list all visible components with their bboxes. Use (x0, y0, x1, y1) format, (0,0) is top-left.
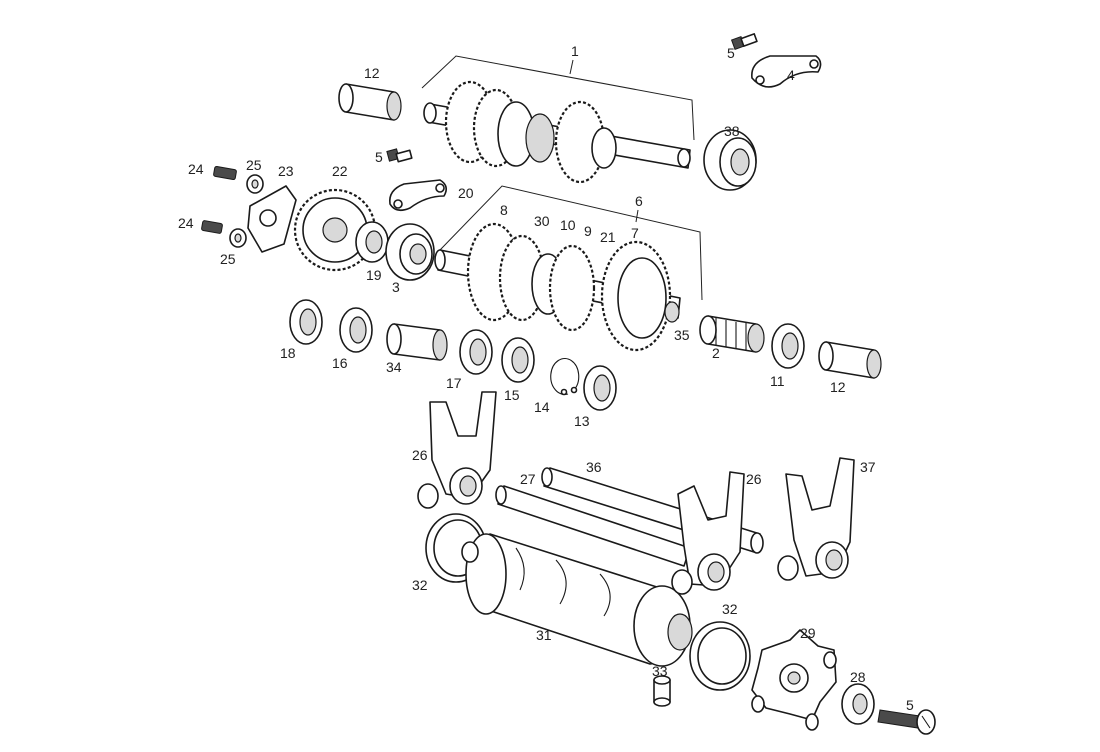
callout-26-left: 26 (412, 447, 428, 463)
callout-36: 36 (586, 459, 602, 475)
callout-16: 16 (332, 355, 348, 371)
callout-25-upper: 25 (246, 157, 262, 173)
callout-32-right: 32 (722, 601, 738, 617)
callout-29: 29 (800, 625, 816, 641)
callout-37: 37 (860, 459, 876, 475)
callout-5-top: 5 (727, 45, 735, 61)
washer-25-upper (246, 174, 264, 194)
callout-3: 3 (392, 279, 400, 295)
washer-13 (583, 365, 617, 411)
callout-12-right: 12 (830, 379, 846, 395)
callout-1: 1 (571, 43, 579, 59)
callout-5-mid: 5 (375, 149, 383, 165)
callout-26-right: 26 (746, 471, 762, 487)
callout-28: 28 (850, 669, 866, 685)
callout-35: 35 (674, 327, 690, 343)
callout-13: 13 (574, 413, 590, 429)
callout-33: 33 (652, 663, 668, 679)
bolt-5-bottom (877, 709, 936, 735)
callout-10: 10 (560, 217, 576, 233)
star-cam-29 (751, 629, 837, 731)
callout-8: 8 (500, 202, 508, 218)
rod-27 (495, 485, 691, 567)
callout-2: 2 (712, 345, 720, 361)
callout-7: 7 (631, 225, 639, 241)
sprocket-plate-23 (247, 185, 297, 253)
washer-28 (841, 683, 875, 725)
shift-fork-26-right (671, 471, 745, 595)
callout-9: 9 (584, 223, 592, 239)
callout-17: 17 (446, 375, 462, 391)
bracket-20 (388, 179, 448, 212)
callout-11: 11 (770, 373, 785, 389)
callout-5-bottom: 5 (906, 697, 914, 713)
callout-38: 38 (724, 123, 740, 139)
bolt-5-top (730, 33, 758, 51)
callout-6: 6 (635, 193, 643, 209)
callout-labels: 1 2 3 4 5 5 5 6 7 8 9 10 11 12 12 13 14 … (178, 43, 914, 713)
shift-fork-26-left (417, 391, 497, 509)
washer-11 (771, 323, 805, 369)
bearing-3 (385, 223, 435, 281)
needle-bearing-2 (699, 315, 765, 353)
bushing-12-right (818, 341, 882, 379)
callout-20: 20 (458, 185, 474, 201)
callout-23: 23 (278, 163, 294, 179)
washer-17 (459, 329, 493, 375)
callout-22: 22 (332, 163, 348, 179)
callout-27: 27 (520, 471, 536, 487)
callout-34: 34 (386, 359, 402, 375)
callout-31: 31 (536, 627, 552, 643)
pin-33 (653, 675, 671, 707)
bearing-19 (355, 221, 389, 263)
callout-30: 30 (534, 213, 550, 229)
o-ring-32-right (689, 621, 751, 691)
callout-24-lower: 24 (178, 215, 194, 231)
callout-32-left: 32 (412, 577, 428, 593)
callout-24-upper: 24 (188, 161, 204, 177)
washer-16 (339, 307, 373, 353)
washer-25-lower (229, 228, 247, 248)
countershaft-assembly (434, 185, 703, 352)
washer-18 (289, 299, 323, 345)
main-shaft-assembly (421, 55, 695, 184)
circlip-14 (550, 358, 580, 396)
bracket-4 (751, 55, 822, 88)
callout-19: 19 (366, 267, 382, 283)
callout-4: 4 (787, 67, 795, 83)
bushing-12-top (338, 83, 402, 121)
callout-15: 15 (504, 387, 520, 403)
callout-12-top: 12 (364, 65, 380, 81)
bushing-34 (386, 323, 448, 361)
bolt-5-mid (386, 148, 413, 163)
washer-15 (501, 337, 535, 383)
shift-drum-31 (461, 533, 693, 667)
callout-14: 14 (534, 399, 550, 415)
bolt-24-upper (213, 165, 237, 181)
callout-18: 18 (280, 345, 296, 361)
bolt-24-lower (201, 220, 223, 234)
shift-fork-37 (777, 457, 855, 581)
callout-21: 21 (600, 229, 616, 245)
bearing-38 (703, 129, 757, 191)
callout-25-lower: 25 (220, 251, 236, 267)
